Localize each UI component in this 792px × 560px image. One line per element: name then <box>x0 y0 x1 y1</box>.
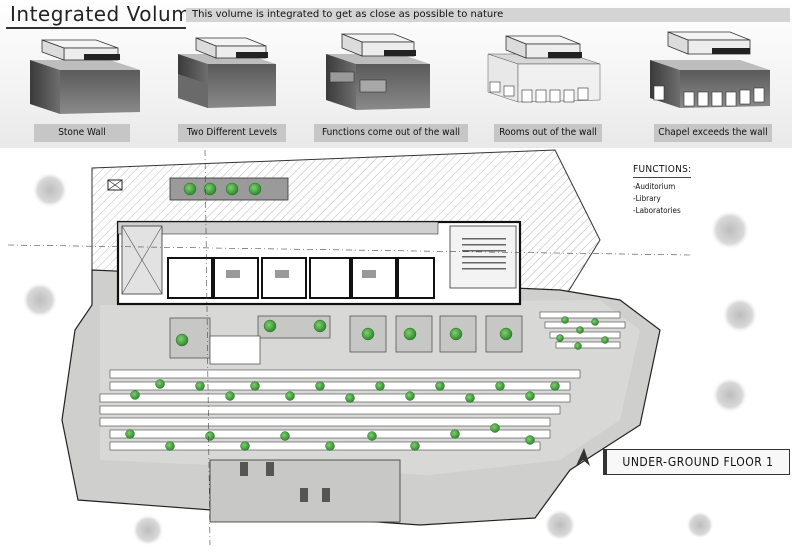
courtyard-planters <box>169 315 523 365</box>
north-arrow <box>576 448 590 466</box>
stage-label-two-levels: Two Different Levels <box>178 124 286 142</box>
function-item-library: -Library <box>633 194 661 203</box>
massing-diagrams <box>30 31 770 114</box>
function-item-auditorium: -Auditorium <box>633 182 676 191</box>
massing-rooms-out <box>487 35 601 103</box>
page-title: Integrated Volume: <box>10 2 212 26</box>
massing-functions-out <box>326 33 430 110</box>
stage-label-chapel-exceeds: Chapel exceeds the wall <box>654 124 772 142</box>
title-underline <box>6 27 186 29</box>
functions-heading: FUNCTIONS: <box>633 163 692 178</box>
massing-chapel-exceeds <box>650 31 770 108</box>
function-item-laboratories: -Laboratories <box>633 206 681 215</box>
stage-label-functions-out: Functions come out of the wall <box>314 124 468 142</box>
floor-label: UNDER-GROUND FLOOR 1 <box>603 449 790 475</box>
page-subtitle: This volume is integrated to get as clos… <box>192 9 504 20</box>
trees <box>125 182 609 451</box>
massing-stone-wall <box>30 39 140 114</box>
stage-label-rooms-out: Rooms out of the wall <box>494 124 602 142</box>
stage-label-stone-wall: Stone Wall <box>34 124 130 142</box>
terrace-strips <box>99 311 626 451</box>
functions-legend: FUNCTIONS: -Auditorium -Library -Laborat… <box>633 163 692 217</box>
grid-axes <box>7 149 691 546</box>
massing-two-levels <box>178 37 276 108</box>
landscape-shrubs <box>22 172 758 546</box>
floor-plan <box>7 149 758 546</box>
building-block <box>116 220 522 306</box>
subtitle-bar <box>186 8 790 22</box>
